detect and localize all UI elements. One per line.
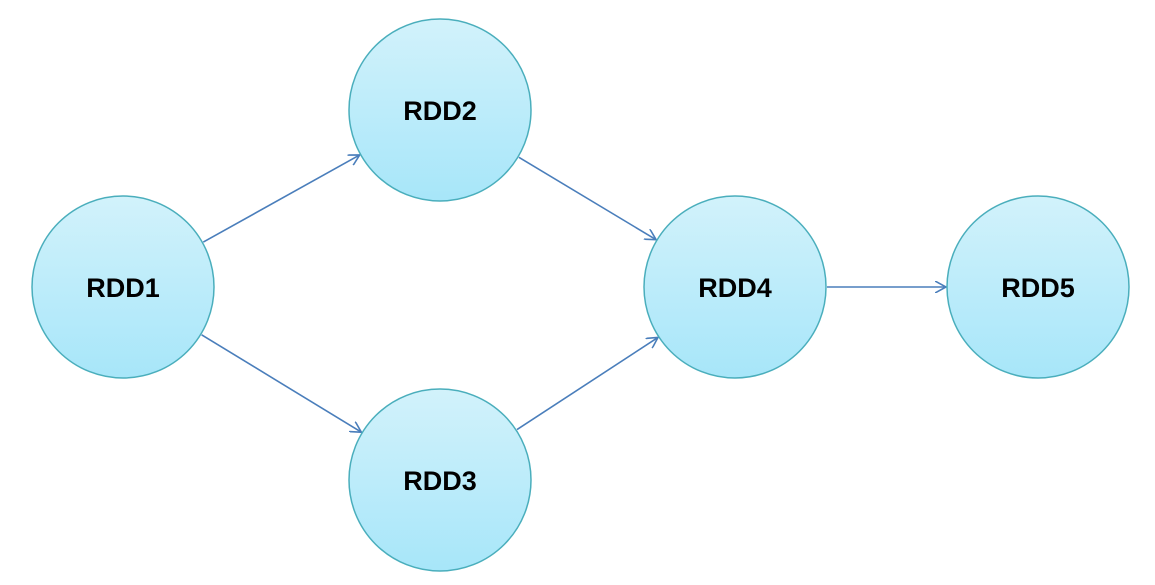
edge-rdd3-to-rdd4 bbox=[516, 337, 658, 431]
node-rdd3: RDD3 bbox=[348, 388, 532, 572]
node-label-rdd2: RDD2 bbox=[403, 96, 477, 126]
node-label-rdd4: RDD4 bbox=[698, 273, 772, 303]
node-circle-rdd4 bbox=[643, 195, 827, 379]
node-label-rdd5: RDD5 bbox=[1001, 273, 1075, 303]
node-circle-rdd5 bbox=[946, 195, 1130, 379]
node-circle-rdd3 bbox=[348, 388, 532, 572]
node-rdd2: RDD2 bbox=[348, 18, 532, 202]
edge-rdd1-to-rdd3 bbox=[201, 334, 362, 432]
node-rdd1: RDD1 bbox=[31, 195, 215, 379]
node-rdd5: RDD5 bbox=[946, 195, 1130, 379]
node-label-rdd1: RDD1 bbox=[86, 273, 160, 303]
node-circle-rdd1 bbox=[31, 195, 215, 379]
node-rdd4: RDD4 bbox=[643, 195, 827, 379]
edges-layer bbox=[201, 155, 946, 432]
edge-rdd1-to-rdd2 bbox=[202, 155, 359, 243]
edge-rdd2-to-rdd4 bbox=[518, 156, 656, 239]
node-circle-rdd2 bbox=[348, 18, 532, 202]
node-label-rdd3: RDD3 bbox=[403, 466, 477, 496]
